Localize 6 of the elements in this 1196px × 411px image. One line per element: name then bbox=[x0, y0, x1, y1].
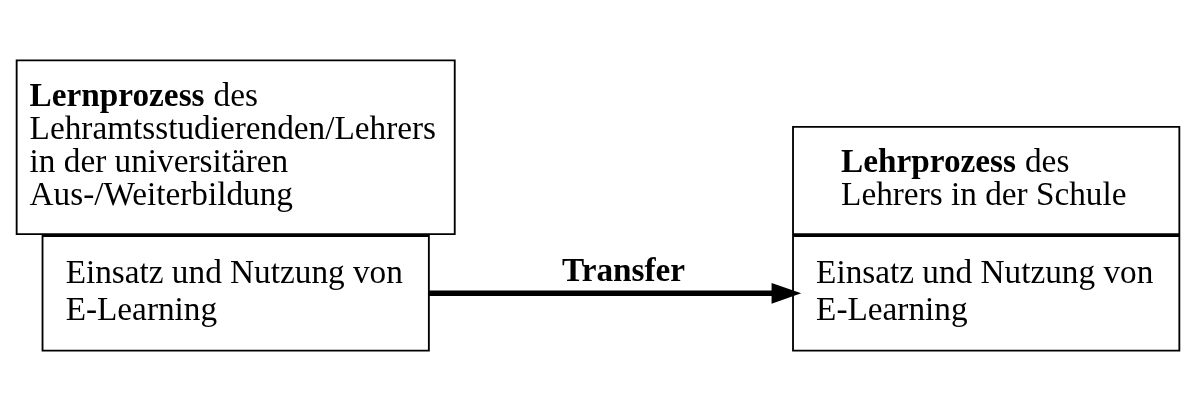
arrow bbox=[428, 282, 802, 304]
node-box: Lehrprozess des Lehrers in der Schule bbox=[792, 126, 1181, 236]
edge-label: Transfer bbox=[561, 251, 686, 289]
node-box: Lernprozess des Lehramtsstudierenden/Lehrers in der universitären Aus-/Weiterbildung bbox=[15, 59, 456, 236]
node-box: Einsatz und Nutzung von E-Learning bbox=[41, 235, 430, 352]
node-box: Einsatz und Nutzung von E-Learning bbox=[792, 235, 1181, 352]
